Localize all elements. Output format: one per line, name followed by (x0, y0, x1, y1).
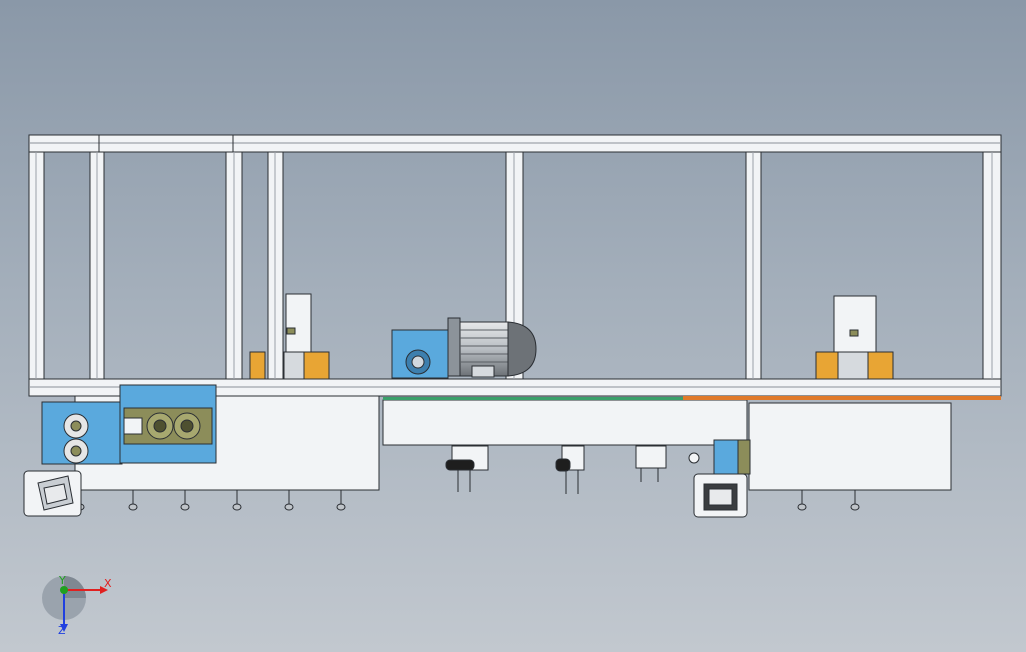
orange-strip (683, 396, 1001, 400)
right-housing[interactable] (748, 402, 952, 491)
gear-motor[interactable] (391, 317, 537, 379)
center-clamps[interactable] (445, 445, 667, 494)
axis-x-label: X (104, 577, 112, 590)
left-tag-plate[interactable] (23, 470, 82, 517)
axis-y-label: Y (58, 574, 66, 587)
axis-z-label: Z (58, 624, 66, 637)
right-tag-plate[interactable] (688, 452, 748, 518)
lower-housings[interactable] (74, 395, 952, 491)
right-drive-element[interactable] (713, 439, 751, 475)
right-sensor-assembly[interactable] (815, 295, 894, 380)
green-strip (383, 397, 683, 400)
roller-drive-unit[interactable] (41, 384, 217, 465)
upper-frame[interactable] (28, 134, 1002, 397)
left-sensor-assembly[interactable] (249, 293, 330, 380)
center-housing[interactable] (382, 399, 748, 446)
coordinate-triad: X Y Z (42, 574, 112, 637)
